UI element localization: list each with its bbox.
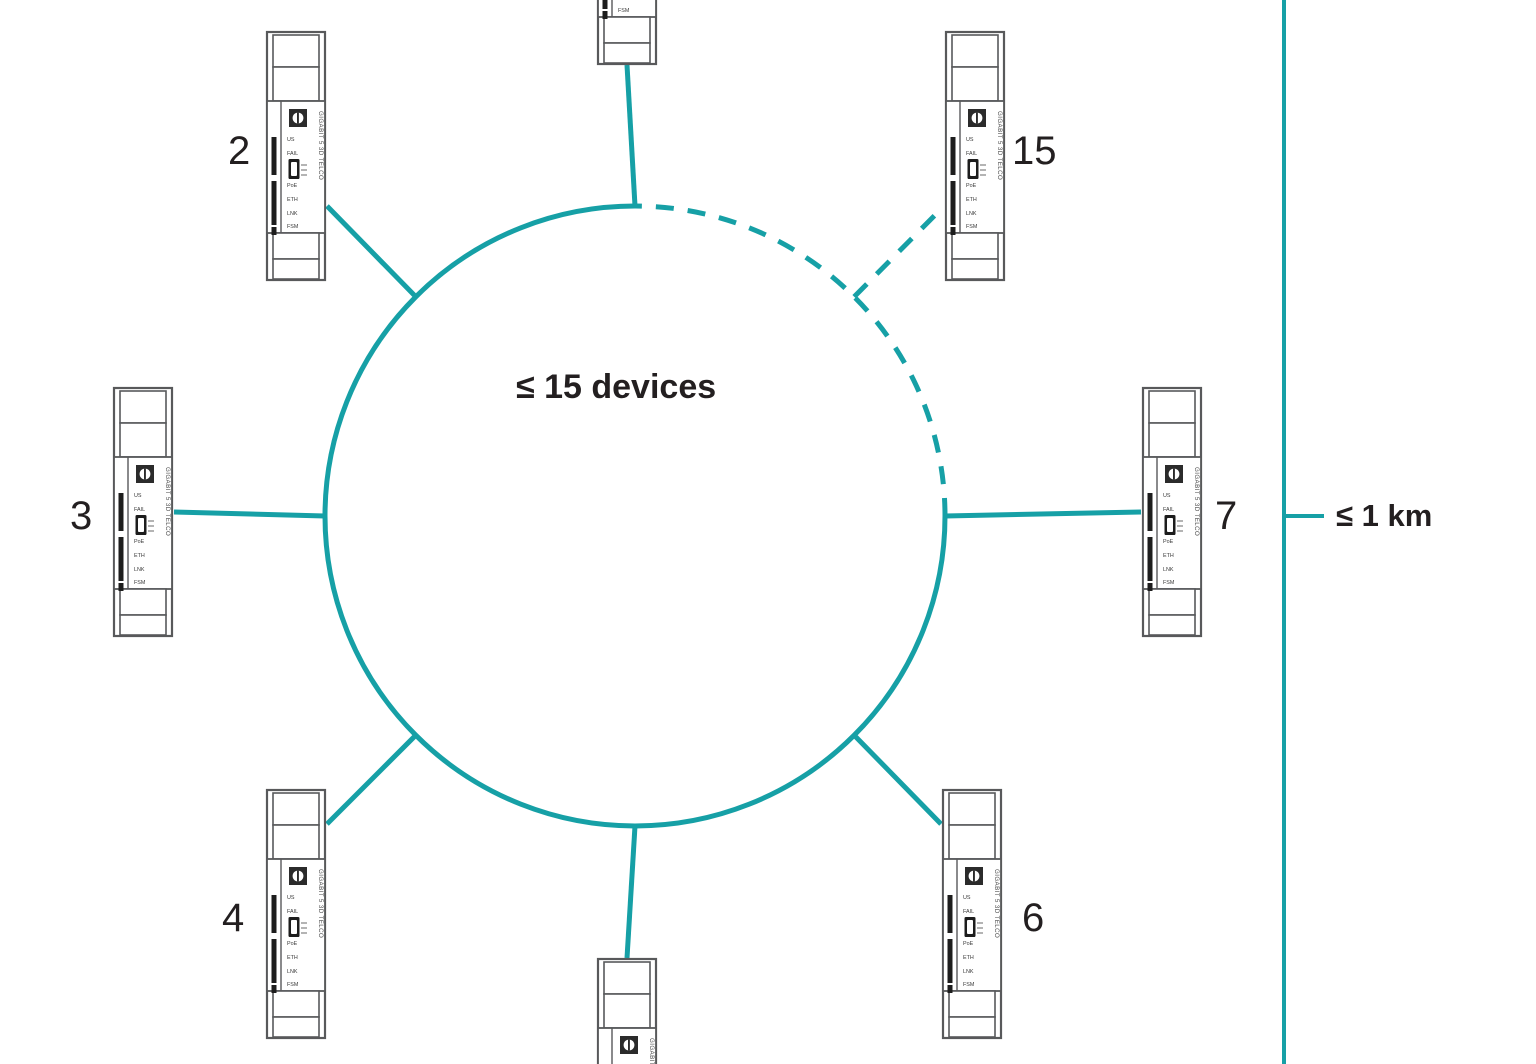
ring-spoke-right xyxy=(944,509,1142,519)
max-distance-label: ≤ 1 km xyxy=(1336,498,1433,533)
ring-spoke-bottom-right xyxy=(852,733,943,826)
device-module-top-right[interactable]: GIGABIT 5 3D TELCO US FAIL PoE ETH LNK FSM xyxy=(944,30,1006,282)
device-module-bottom-right[interactable]: GIGABIT 5 3D TELCO US FAIL PoE ETH LNK FSM xyxy=(941,788,1003,1040)
svg-text:GIGABIT 5 3D TELCO: GIGABIT 5 3D TELCO xyxy=(164,467,171,536)
device-number-top-right: 15 xyxy=(1012,129,1057,173)
svg-text:ETH: ETH xyxy=(134,553,145,559)
svg-text:US: US xyxy=(287,137,295,143)
svg-text:LNK: LNK xyxy=(287,969,298,975)
svg-text:FAIL: FAIL xyxy=(1163,507,1174,513)
svg-text:FSM: FSM xyxy=(963,982,975,988)
device-number-right: 7 xyxy=(1215,494,1238,538)
svg-text:ETH: ETH xyxy=(287,955,298,961)
ring-spoke-top xyxy=(624,64,638,207)
svg-text:FSM: FSM xyxy=(134,580,146,586)
svg-text:PoE: PoE xyxy=(287,183,298,189)
device-module-left[interactable]: GIGABIT 5 3D TELCO US FAIL PoE ETH LNK FSM xyxy=(112,386,174,638)
svg-text:FAIL: FAIL xyxy=(287,909,298,915)
svg-text:US: US xyxy=(1163,493,1171,499)
svg-text:ETH: ETH xyxy=(966,197,977,203)
svg-text:PoE: PoE xyxy=(963,941,974,947)
svg-text:US: US xyxy=(963,895,971,901)
svg-text:PoE: PoE xyxy=(966,183,977,189)
svg-text:ETH: ETH xyxy=(1163,553,1174,559)
device-number-left: 3 xyxy=(70,494,93,538)
svg-text:US: US xyxy=(966,137,974,143)
ring-spoke-bottom-left xyxy=(325,733,418,826)
svg-text:LNK: LNK xyxy=(287,211,298,217)
svg-text:PoE: PoE xyxy=(287,941,298,947)
device-module-bottom-left[interactable]: GIGABIT 5 3D TELCO US FAIL PoE ETH LNK FSM xyxy=(265,788,327,1040)
svg-text:LNK: LNK xyxy=(134,567,145,573)
ring-arc-dashed xyxy=(634,203,948,517)
svg-text:FSM: FSM xyxy=(287,224,299,230)
ring-spoke-bottom xyxy=(624,825,638,959)
device-number-top-left: 2 xyxy=(228,129,251,173)
svg-text:LNK: LNK xyxy=(1163,567,1174,573)
svg-text:FSM: FSM xyxy=(1163,580,1175,586)
svg-text:GIGABIT 5 3D TELCO: GIGABIT 5 3D TELCO xyxy=(996,111,1003,180)
svg-text:PoE: PoE xyxy=(134,539,145,545)
svg-text:GIGABIT 5 3D TELCO: GIGABIT 5 3D TELCO xyxy=(648,1038,655,1064)
svg-text:GIGABIT 5 3D TELCO: GIGABIT 5 3D TELCO xyxy=(317,869,324,938)
svg-text:PoE: PoE xyxy=(1163,539,1174,545)
device-module-top-left[interactable]: GIGABIT 5 3D TELCO US FAIL PoE ETH LNK FSM xyxy=(265,30,327,282)
svg-text:GIGABIT 5 3D TELCO: GIGABIT 5 3D TELCO xyxy=(1193,467,1200,536)
svg-text:FAIL: FAIL xyxy=(963,909,974,915)
svg-text:ETH: ETH xyxy=(287,197,298,203)
svg-text:FSM: FSM xyxy=(966,224,978,230)
svg-text:FSM: FSM xyxy=(287,982,299,988)
svg-text:US: US xyxy=(287,895,295,901)
device-number-bottom-left: 4 xyxy=(222,896,245,940)
ring-spoke-top-right xyxy=(852,204,946,299)
svg-text:FAIL: FAIL xyxy=(287,151,298,157)
svg-text:ETH: ETH xyxy=(963,955,974,961)
svg-text:GIGABIT 5 3D TELCO: GIGABIT 5 3D TELCO xyxy=(317,111,324,180)
ring-spoke-top-left xyxy=(325,204,418,299)
svg-text:US: US xyxy=(134,493,142,499)
svg-text:LNK: LNK xyxy=(618,0,629,1)
svg-text:LNK: LNK xyxy=(963,969,974,975)
svg-text:LNK: LNK xyxy=(966,211,977,217)
device-module-right[interactable]: GIGABIT 5 3D TELCO US FAIL PoE ETH LNK FSM xyxy=(1141,386,1203,638)
svg-text:FSM: FSM xyxy=(618,8,630,14)
svg-text:FAIL: FAIL xyxy=(134,507,145,513)
ring-capacity-label: ≤ 15 devices xyxy=(516,368,717,406)
device-number-bottom-right: 6 xyxy=(1022,896,1045,940)
ring-spoke-left xyxy=(173,509,326,519)
svg-text:GIGABIT 5 3D TELCO: GIGABIT 5 3D TELCO xyxy=(993,869,1000,938)
svg-text:FAIL: FAIL xyxy=(966,151,977,157)
